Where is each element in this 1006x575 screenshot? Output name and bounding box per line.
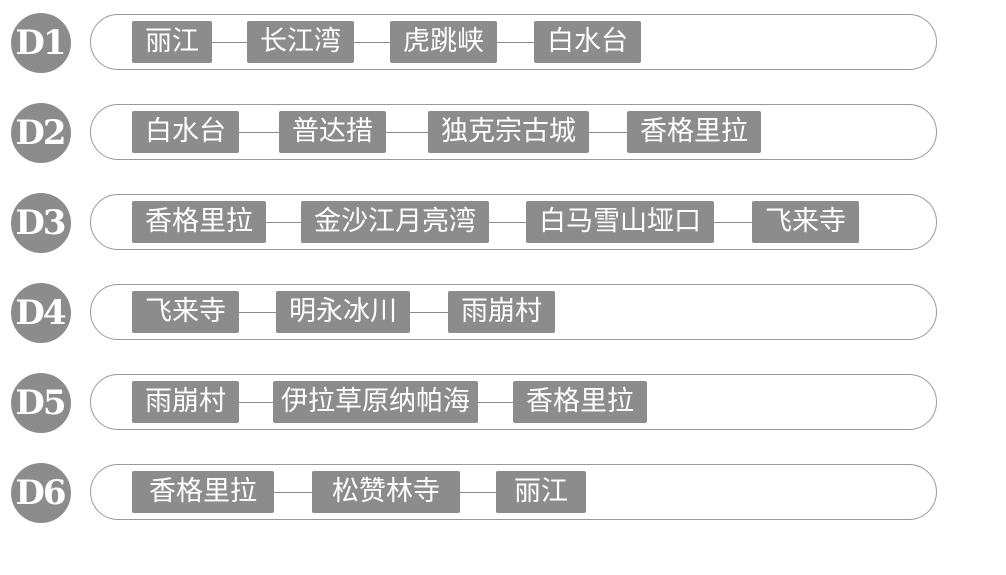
day-badge: D3 (11, 193, 71, 253)
route-connector (354, 41, 390, 43)
route-stop: 长江湾 (247, 21, 354, 63)
route-stop: 白水台 (132, 111, 239, 153)
route-stops: 香格里拉 松赞林寺 丽江 (132, 471, 586, 513)
route-stop: 雨崩村 (448, 291, 555, 333)
route-connector (239, 401, 273, 403)
route-connector (410, 311, 448, 313)
route-stop: 金沙江月亮湾 (301, 201, 489, 243)
route-stop: 香格里拉 (132, 201, 266, 243)
route-stops: 香格里拉 金沙江月亮湾 白马雪山垭口 飞来寺 (132, 201, 859, 243)
day-row-d2: D2 白水台 普达措 独克宗古城 香格里拉 (0, 103, 1006, 163)
route-stop: 丽江 (496, 471, 586, 513)
day-row-d4: D4 飞来寺 明永冰川 雨崩村 (0, 283, 1006, 343)
route-stop: 明永冰川 (276, 291, 410, 333)
route-connector (460, 491, 496, 493)
route-connector (239, 131, 279, 133)
route-stop: 白马雪山垭口 (526, 201, 714, 243)
route-stop: 雨崩村 (132, 381, 239, 423)
route-stop: 独克宗古城 (428, 111, 589, 153)
route-stop: 虎跳峡 (390, 21, 497, 63)
route-stop: 香格里拉 (513, 381, 647, 423)
day-badge: D5 (11, 373, 71, 433)
day-badge: D6 (11, 463, 71, 523)
route-connector (239, 311, 276, 313)
day-badge: D1 (11, 13, 71, 73)
route-stops: 白水台 普达措 独克宗古城 香格里拉 (132, 111, 761, 153)
route-stop: 香格里拉 (627, 111, 761, 153)
route-stop: 伊拉草原纳帕海 (273, 381, 478, 423)
day-row-d3: D3 香格里拉 金沙江月亮湾 白马雪山垭口 飞来寺 (0, 193, 1006, 253)
route-connector (266, 221, 301, 223)
day-row-d6: D6 香格里拉 松赞林寺 丽江 (0, 463, 1006, 523)
route-stops: 丽江 长江湾 虎跳峡 白水台 (132, 21, 641, 63)
route-stops: 雨崩村 伊拉草原纳帕海 香格里拉 (132, 381, 647, 423)
day-row-d5: D5 雨崩村 伊拉草原纳帕海 香格里拉 (0, 373, 1006, 433)
route-stops: 飞来寺 明永冰川 雨崩村 (132, 291, 555, 333)
route-connector (714, 221, 752, 223)
route-stop: 丽江 (132, 21, 212, 63)
route-connector (497, 41, 534, 43)
route-stop: 普达措 (279, 111, 386, 153)
route-connector (274, 491, 312, 493)
route-connector (478, 401, 513, 403)
route-connector (489, 221, 526, 223)
day-row-d1: D1 丽江 长江湾 虎跳峡 白水台 (0, 13, 1006, 73)
day-badge: D2 (11, 103, 71, 163)
route-connector (212, 41, 247, 43)
route-connector (589, 131, 627, 133)
route-stop: 香格里拉 (132, 471, 274, 513)
route-stop: 飞来寺 (132, 291, 239, 333)
route-connector (386, 131, 428, 133)
route-stop: 松赞林寺 (312, 471, 460, 513)
day-badge: D4 (11, 283, 71, 343)
route-stop: 飞来寺 (752, 201, 859, 243)
route-stop: 白水台 (534, 21, 641, 63)
